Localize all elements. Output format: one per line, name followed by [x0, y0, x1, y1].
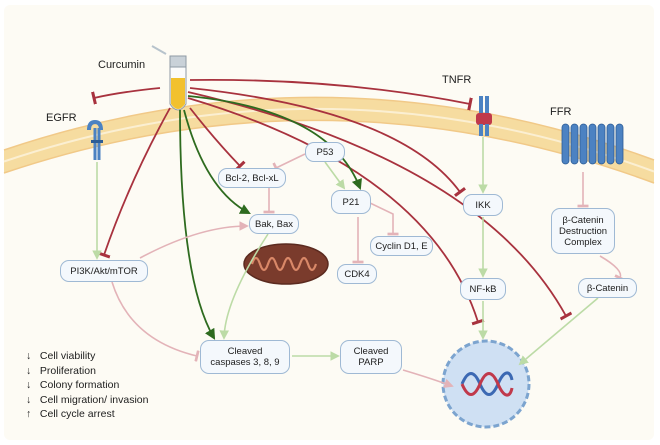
p53-node: P53	[305, 142, 345, 162]
tnfr-label: TNFR	[442, 74, 472, 86]
beta-catenin-complex-node: β-Catenin Destruction Complex	[551, 208, 615, 254]
outcome-arrow: ↓	[26, 364, 32, 377]
outcome-text: Cell migration/ invasion	[39, 393, 149, 406]
curcumin-activation-edges	[179, 95, 362, 340]
outcome-text: Cell cycle arrest	[39, 408, 115, 421]
nucleus-icon	[441, 339, 531, 429]
bak-bax-node: Bak, Bax	[249, 214, 299, 234]
outcome-item: ↑ Cell cycle arrest	[26, 407, 148, 422]
cleaved-parp-node: Cleaved PARP	[340, 340, 402, 374]
cdk4-node: CDK4	[337, 264, 377, 284]
ffr-label: FFR	[550, 106, 572, 118]
outcome-item: ↓ Colony formation	[26, 378, 148, 393]
nfkb-node: NF-kB	[460, 278, 506, 300]
outcome-item: ↓ Cell migration/ invasion	[26, 393, 148, 408]
tnfr-receptor-icon	[476, 96, 492, 136]
p21-node: P21	[331, 190, 371, 214]
ikk-node: IKK	[463, 194, 503, 216]
beta-catenin-node: β-Catenin	[578, 278, 637, 298]
cleaved-caspases-node: Cleaved caspases 3, 8, 9	[200, 340, 290, 374]
outcome-item: ↓ Proliferation	[26, 364, 148, 379]
cyclin-node: Cyclin D1, E	[370, 236, 433, 256]
outcome-arrow: ↓	[26, 379, 32, 392]
outcome-item: ↓ Cell viability	[26, 349, 148, 364]
weak-activation-edges	[92, 137, 599, 366]
outcome-text: Colony formation	[39, 379, 120, 392]
curcumin-tube-icon	[151, 45, 187, 111]
outcome-arrow: ↑	[26, 408, 32, 421]
curcumin-label: Curcumin	[98, 59, 146, 71]
outcomes-list: ↓ Cell viability ↓ Proliferation ↓ Colon…	[26, 349, 148, 422]
outcome-text: Cell viability	[39, 350, 96, 362]
pi3k-node: PI3K/Akt/mTOR	[60, 260, 148, 282]
egfr-label: EGFR	[46, 112, 77, 124]
egfr-receptor-icon	[87, 119, 103, 160]
outcome-arrow: ↓	[26, 350, 32, 362]
ffr-receptor-icon	[561, 123, 624, 165]
weak-inhibition-edges	[111, 153, 626, 388]
outcome-arrow: ↓	[26, 393, 32, 406]
outcome-text: Proliferation	[39, 364, 96, 377]
bcl2-node: Bcl-2, Bcl-xL	[218, 168, 286, 188]
mitochondrion-icon	[243, 243, 329, 285]
